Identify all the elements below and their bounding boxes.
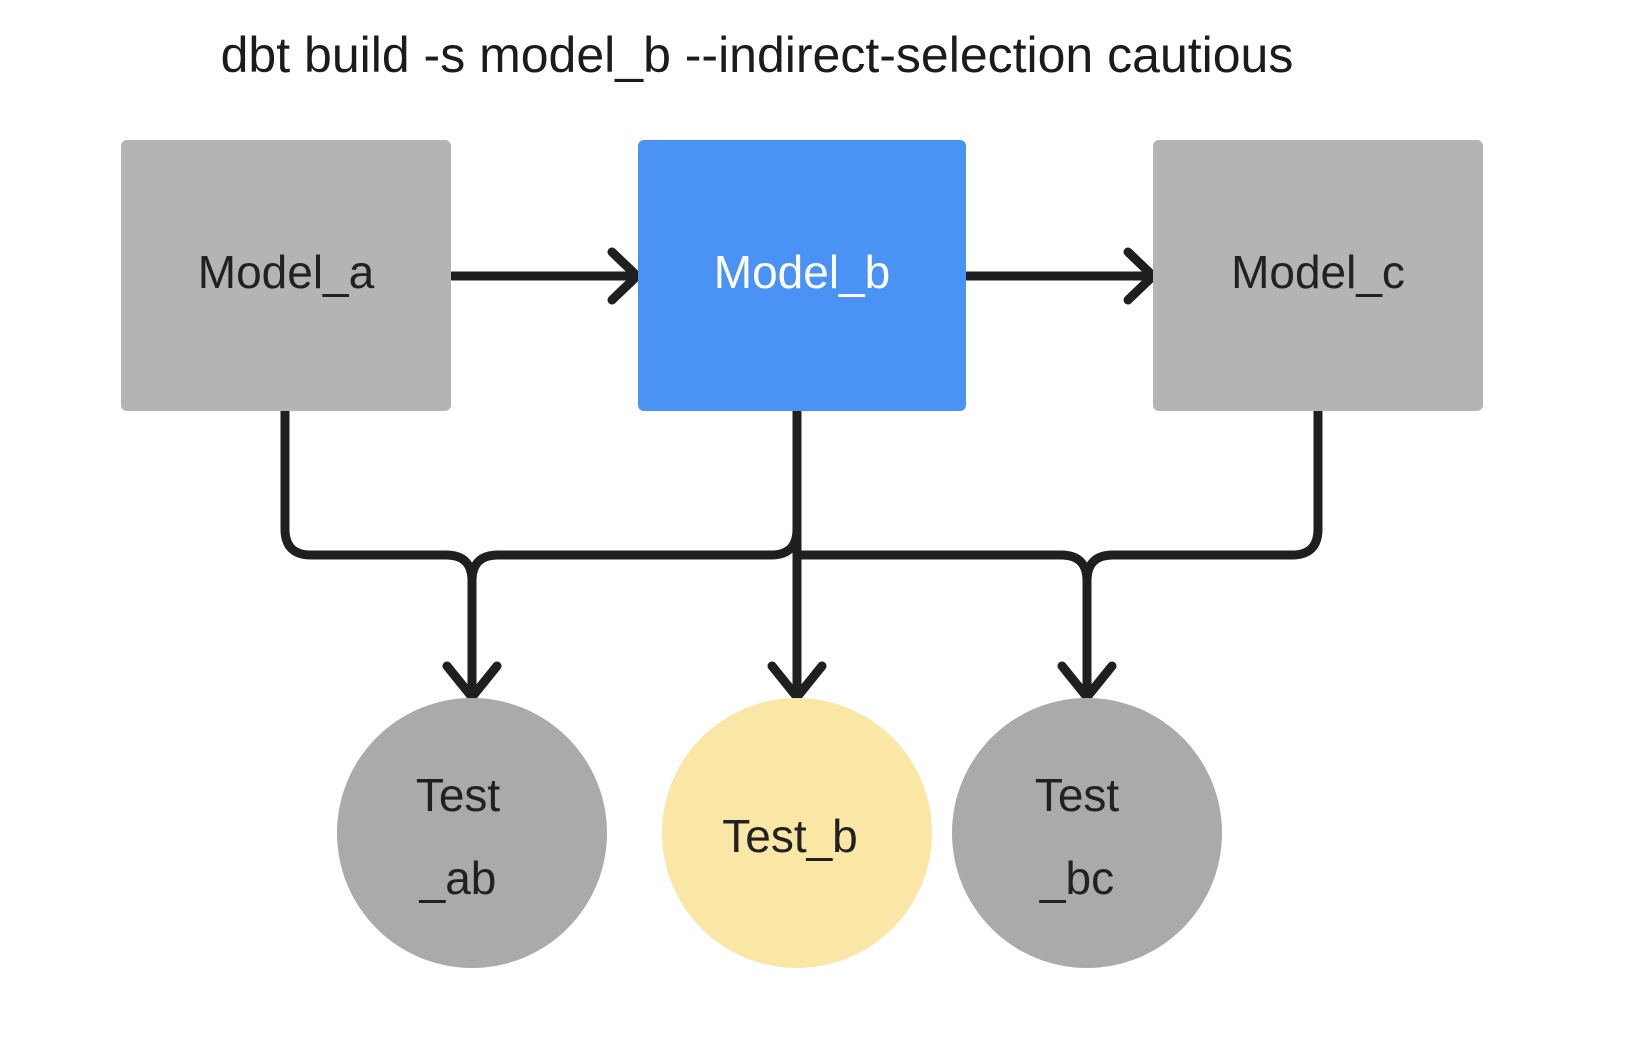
test-ab-circle[interactable] [337, 698, 607, 968]
edge-model-b-to-test-ab [467, 406, 802, 586]
node-test-ab[interactable]: Test _ab [337, 698, 607, 968]
edge-model-b-to-test-bc [792, 550, 1117, 702]
edge-model-c-to-test-bc [1082, 406, 1323, 586]
diagram-title: dbt build -s model_b --indirect-selectio… [221, 27, 1294, 83]
model-c-box[interactable] [1153, 140, 1483, 411]
model-b-label: Model_b [714, 246, 890, 298]
node-test-bc[interactable]: Test _bc [952, 698, 1222, 968]
node-test-b[interactable]: Test_b [662, 698, 932, 968]
model-a-box[interactable] [121, 140, 451, 411]
test-ab-label-line-1: Test [416, 769, 501, 821]
test-b-label: Test_b [722, 810, 858, 862]
model-c-label: Model_c [1231, 246, 1405, 298]
test-bc-circle[interactable] [952, 698, 1222, 968]
node-model-a[interactable]: Model_a [121, 140, 451, 411]
test-ab-label-line-2: _ab [419, 852, 497, 904]
edge-model-a-to-model-b [447, 247, 642, 305]
model-a-label: Model_a [198, 246, 375, 298]
edge-model-a-to-test-ab [280, 406, 502, 702]
edge-model-b-to-model-c [962, 247, 1158, 305]
node-model-b[interactable]: Model_b [638, 140, 966, 411]
test-bc-label-line-2: _bc [1039, 852, 1114, 904]
test-b-circle[interactable] [662, 698, 932, 968]
node-model-c[interactable]: Model_c [1153, 140, 1483, 411]
model-b-box[interactable] [638, 140, 966, 411]
test-bc-label-line-1: Test [1035, 769, 1120, 821]
